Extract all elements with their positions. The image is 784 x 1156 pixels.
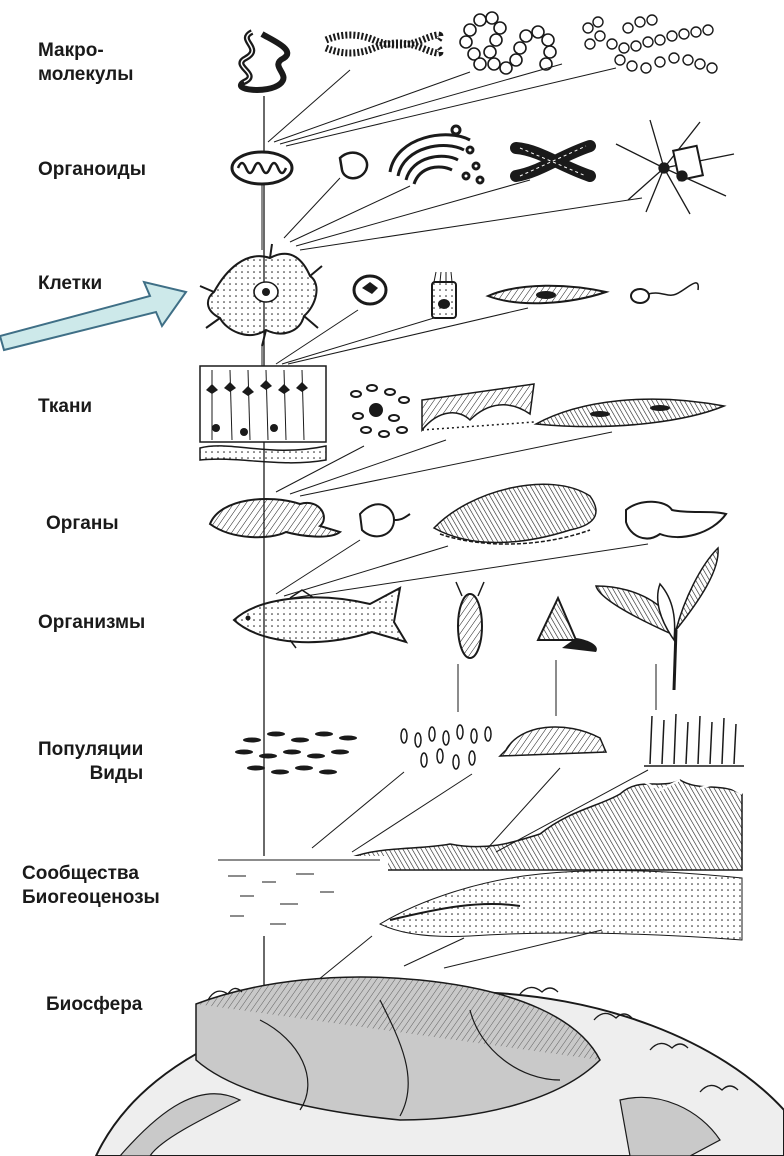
snail-icon xyxy=(538,598,597,652)
epithelial-cell-icon xyxy=(432,272,456,318)
helix-icon xyxy=(241,32,287,90)
community-connector-lines xyxy=(318,930,602,980)
pointer-arrow-icon xyxy=(0,282,186,350)
nerve-tissue-icon xyxy=(200,366,326,463)
blood-cell-icon xyxy=(354,276,386,304)
muscle-cell-icon xyxy=(488,286,606,304)
sperm-icon xyxy=(631,283,698,303)
brain-organ-icon xyxy=(210,499,340,537)
dna-icon xyxy=(326,35,440,53)
epithelial-tissue-icon xyxy=(422,384,534,430)
sea-icon xyxy=(218,856,388,936)
fish-school-icon xyxy=(235,732,357,775)
plant-icon xyxy=(596,548,718,690)
lung-organ-icon xyxy=(434,484,596,544)
eye-organ-icon xyxy=(360,504,410,536)
chain-icon xyxy=(460,12,556,74)
snail-population-icon xyxy=(500,727,606,756)
mitochondria-icon xyxy=(232,152,292,184)
organism-connector-lines xyxy=(458,660,656,716)
organ-connector-lines xyxy=(276,540,648,598)
globe-icon xyxy=(96,977,784,1156)
plant-population-icon xyxy=(644,714,744,766)
branched-chain-icon xyxy=(583,15,717,73)
muscle-tissue-icon xyxy=(536,399,724,426)
organoid-connector-lines xyxy=(262,178,642,250)
insect-icon xyxy=(456,582,484,658)
neuron-cell-icon xyxy=(200,244,322,346)
stomach-organ-icon xyxy=(626,502,726,539)
fish-icon xyxy=(234,588,406,648)
centriole-icon xyxy=(616,120,734,214)
shore-forest-icon xyxy=(380,871,742,940)
insect-population-icon xyxy=(401,725,491,769)
golgi-icon xyxy=(390,126,483,184)
vesicle-icon xyxy=(340,153,367,179)
chromosome-icon xyxy=(516,146,590,176)
connective-tissue-icon xyxy=(351,385,409,437)
